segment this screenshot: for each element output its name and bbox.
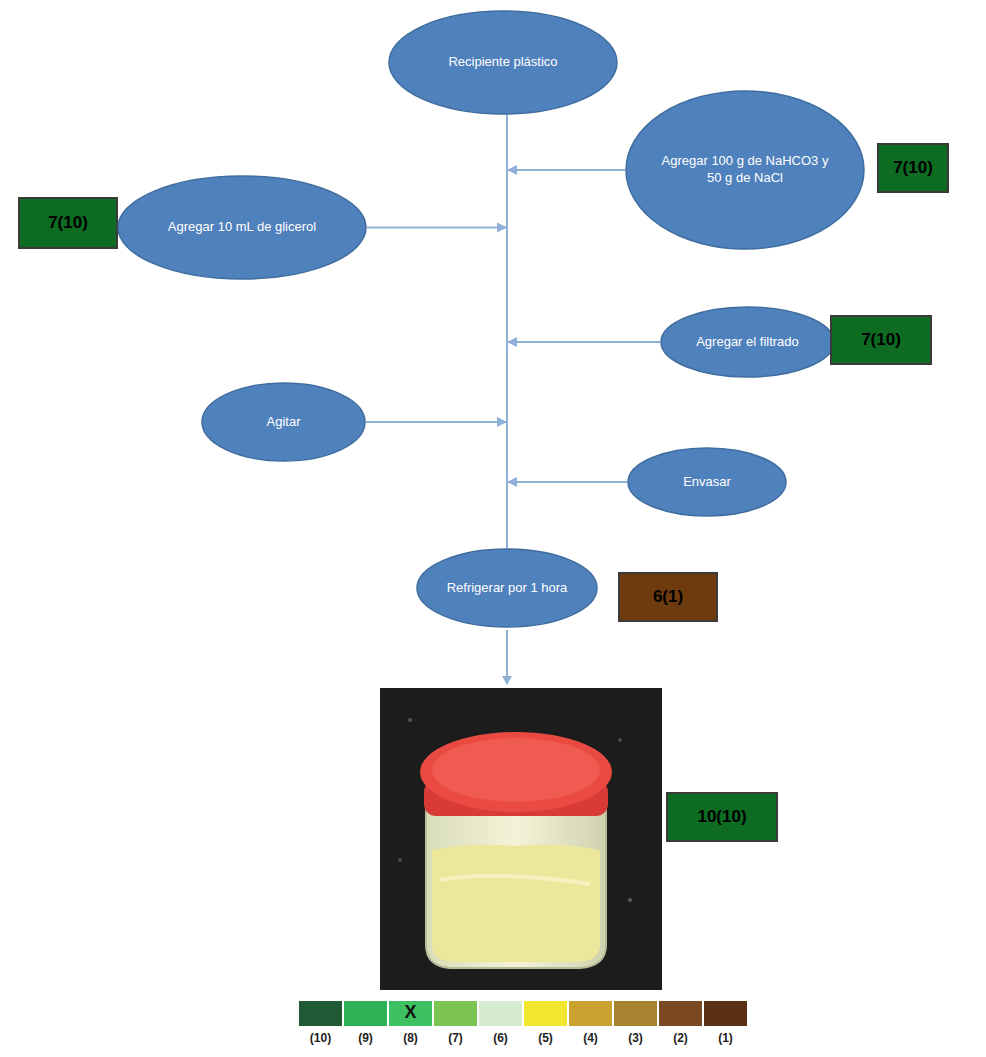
legend-swatch bbox=[343, 1000, 388, 1027]
score-badge: 7(10) bbox=[877, 143, 949, 193]
connector-line bbox=[507, 482, 627, 548]
flow-connector bbox=[367, 223, 507, 549]
score-text: 7(10) bbox=[893, 157, 933, 179]
jar-photo bbox=[380, 688, 662, 990]
step-text: Agregar 10 mL de glicerol bbox=[168, 219, 316, 236]
process-ellipse: Refrigerar por 1 hora bbox=[416, 548, 598, 628]
text-holder: 7(10) bbox=[861, 329, 901, 351]
connector-line bbox=[507, 170, 625, 548]
legend-text: (9) bbox=[343, 1031, 388, 1045]
text-holder: Agregar 100 g de NaHCO3 y 50 g de NaCl bbox=[661, 153, 829, 187]
flow-connector bbox=[507, 165, 625, 548]
arrow-line bbox=[506, 630, 508, 684]
legend-text: (3) bbox=[613, 1031, 658, 1045]
score-text: 6(1) bbox=[653, 586, 683, 608]
text-holder: 7(10) bbox=[48, 212, 88, 234]
arrow-head bbox=[497, 223, 507, 233]
text-holder: Agregar 10 mL de glicerol bbox=[168, 219, 316, 236]
text-holder: 7(10) bbox=[893, 157, 933, 179]
score-text: 7(10) bbox=[48, 212, 88, 234]
legend-swatch bbox=[433, 1000, 478, 1027]
legend-swatch bbox=[523, 1000, 568, 1027]
arrow-head bbox=[507, 477, 517, 487]
process-ellipse: Agregar 10 mL de glicerol bbox=[117, 175, 367, 280]
legend-swatch bbox=[478, 1000, 523, 1027]
legend-swatch bbox=[298, 1000, 343, 1027]
legend-swatch bbox=[703, 1000, 748, 1027]
legend-text: (6) bbox=[478, 1031, 523, 1045]
step-text: Recipiente plástico bbox=[448, 54, 557, 71]
text-holder: Recipiente plástico bbox=[448, 54, 557, 71]
legend-swatch bbox=[613, 1000, 658, 1027]
process-ellipse: Envasar bbox=[627, 447, 787, 517]
text-holder: 6(1) bbox=[653, 586, 683, 608]
flow-connector bbox=[366, 417, 507, 548]
legend-swatch bbox=[658, 1000, 703, 1027]
legend-text: (1) bbox=[703, 1031, 748, 1045]
process-ellipse: Agregar 100 g de NaHCO3 y 50 g de NaCl bbox=[625, 90, 865, 250]
process-ellipse: Agregar el filtrado bbox=[660, 306, 835, 378]
arrow-head bbox=[507, 337, 517, 347]
legend-text: (2) bbox=[658, 1031, 703, 1045]
step-text: Envasar bbox=[683, 474, 731, 491]
process-ellipse: Agitar bbox=[201, 382, 366, 462]
text-holder: 10(10) bbox=[697, 806, 746, 828]
connector-line bbox=[507, 342, 660, 548]
score-badge: 6(1) bbox=[618, 572, 718, 622]
connector-line bbox=[367, 228, 507, 549]
arrow-head bbox=[497, 417, 507, 427]
score-text: 7(10) bbox=[861, 329, 901, 351]
legend-text: (4) bbox=[568, 1031, 613, 1045]
score-badge: 7(10) bbox=[18, 197, 118, 249]
step-text: Agregar el filtrado bbox=[696, 334, 799, 351]
text-holder: Refrigerar por 1 hora bbox=[447, 580, 568, 597]
flow-connector bbox=[507, 477, 627, 548]
process-ellipse: Recipiente plástico bbox=[388, 10, 618, 115]
flow-connector bbox=[507, 337, 660, 548]
step-text: Agregar 100 g de NaHCO3 y 50 g de NaCl bbox=[661, 153, 829, 187]
text-holder: Agregar el filtrado bbox=[696, 334, 799, 351]
scale-mark: X bbox=[388, 1002, 433, 1023]
step-text: Refrigerar por 1 hora bbox=[447, 580, 568, 597]
legend-text: (5) bbox=[523, 1031, 568, 1045]
step-text: Agitar bbox=[267, 414, 301, 431]
legend-swatch bbox=[568, 1000, 613, 1027]
connector-line bbox=[366, 422, 507, 548]
text-holder: Agitar bbox=[267, 414, 301, 431]
score-badge: 7(10) bbox=[830, 315, 932, 365]
legend-text: (8) bbox=[388, 1031, 433, 1045]
legend-text: (10) bbox=[298, 1031, 343, 1045]
score-text: 10(10) bbox=[697, 806, 746, 828]
text-holder: Envasar bbox=[683, 474, 731, 491]
score-badge: 10(10) bbox=[666, 792, 778, 842]
legend-text: (7) bbox=[433, 1031, 478, 1045]
arrow-head bbox=[507, 165, 517, 175]
